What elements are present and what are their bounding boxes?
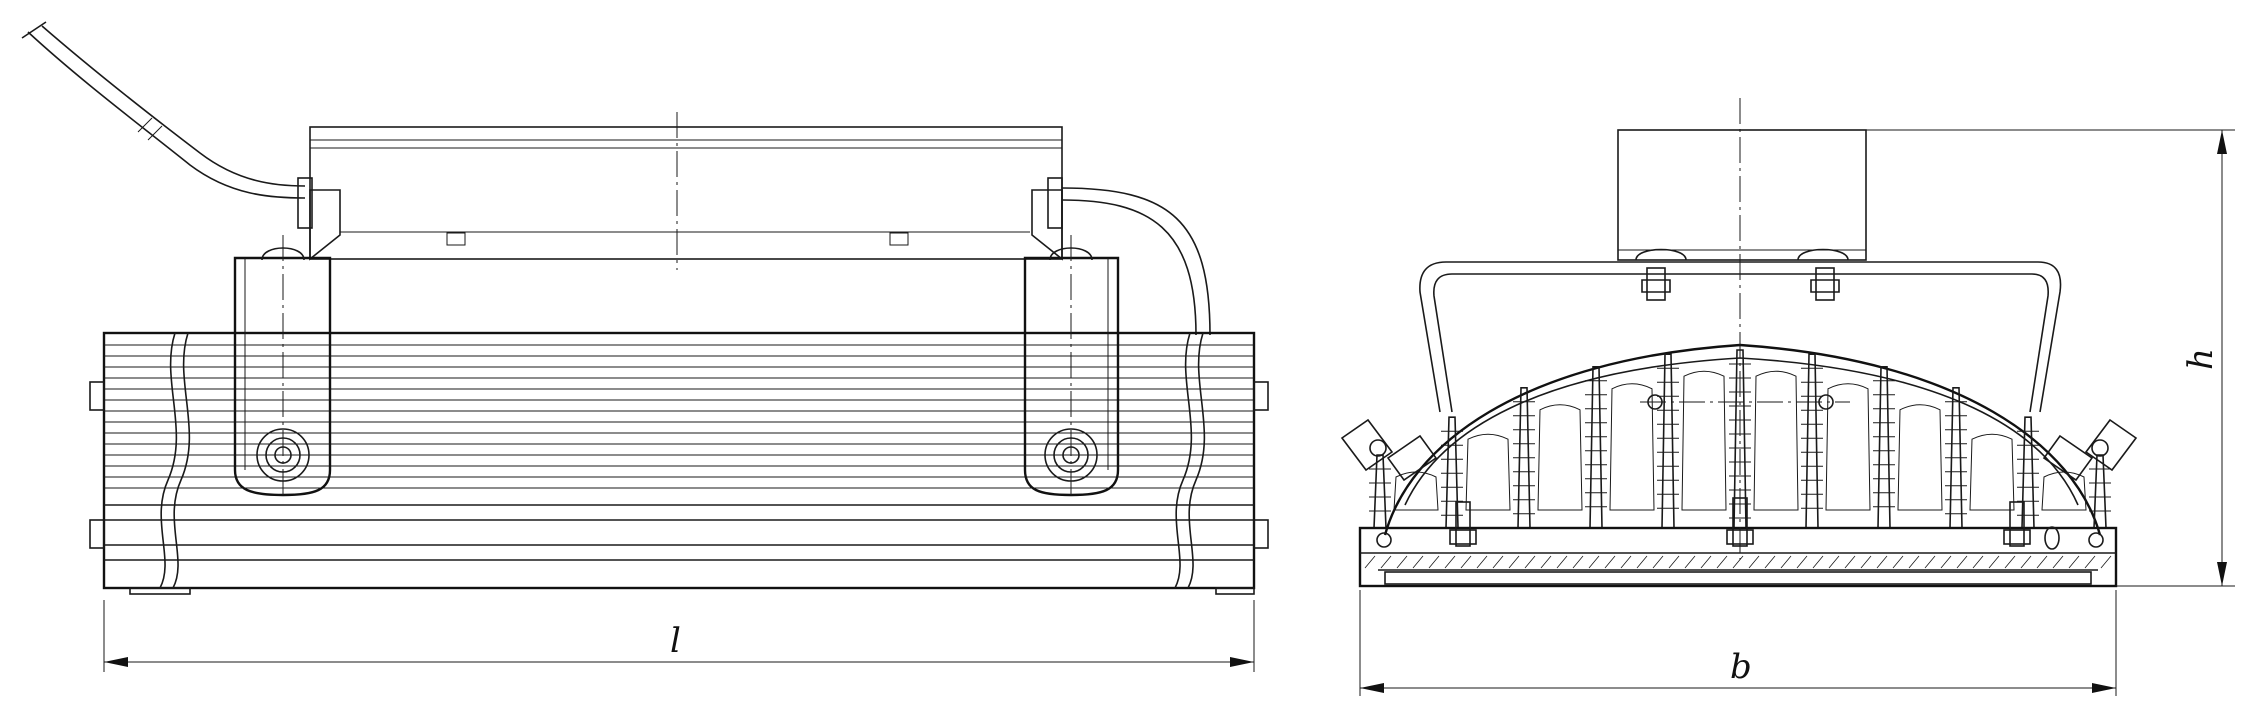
hatch-line xyxy=(1812,555,1824,569)
hatch-line xyxy=(1924,555,1936,569)
section-fin xyxy=(2017,416,2087,529)
hatch-line xyxy=(2084,555,2096,569)
section-fin xyxy=(2089,454,2111,529)
section-fin xyxy=(1873,366,1943,529)
section-fin xyxy=(1657,353,1727,529)
hatch-line xyxy=(2020,555,2032,569)
height-label: h xyxy=(2181,348,2221,370)
driver-box xyxy=(297,126,1063,261)
right-cable xyxy=(1061,187,1211,336)
hatch-line xyxy=(1396,555,1408,569)
height-dimension: h xyxy=(1866,129,2235,587)
hatch-line xyxy=(2100,555,2112,569)
housing-fins xyxy=(104,344,1254,489)
base-hatching xyxy=(1364,555,2112,569)
hatch-line xyxy=(1684,555,1696,569)
cable-lead xyxy=(21,21,306,199)
width-label: b xyxy=(1730,647,1752,687)
hatch-line xyxy=(1508,555,1520,569)
hatch-line xyxy=(2052,555,2064,569)
length-dimension: l xyxy=(103,600,1255,672)
hatch-line xyxy=(1604,555,1616,569)
section-fin xyxy=(1801,353,1871,529)
hatch-line xyxy=(1476,555,1488,569)
hatch-line xyxy=(1668,555,1680,569)
width-dimension: b xyxy=(1359,590,2117,696)
front-view: b h xyxy=(1340,98,2235,696)
hatch-line xyxy=(1524,555,1536,569)
hatch-line xyxy=(1636,555,1648,569)
hatch-line xyxy=(2036,555,2048,569)
hatch-line xyxy=(1428,555,1440,569)
section-fin xyxy=(1945,387,2015,529)
hatch-line xyxy=(1412,555,1424,569)
hatch-line xyxy=(1700,555,1712,569)
hatch-line xyxy=(1556,555,1568,569)
section-fins xyxy=(1369,349,2111,529)
side-screw-right xyxy=(2042,418,2138,482)
hatch-line xyxy=(1796,555,1808,569)
hatch-line xyxy=(1716,555,1728,569)
hatch-line xyxy=(2068,555,2080,569)
hatch-line xyxy=(1460,555,1472,569)
section-fin xyxy=(1585,366,1655,529)
base-screws xyxy=(1376,497,2104,550)
hatch-line xyxy=(1572,555,1584,569)
hatch-line xyxy=(1940,555,1952,569)
fin-housing-section xyxy=(1358,343,2118,588)
hatch-line xyxy=(1588,555,1600,569)
hatch-line xyxy=(1652,555,1664,569)
hatch-line xyxy=(2004,555,2016,569)
hatch-line xyxy=(1956,555,1968,569)
section-fin xyxy=(1729,349,1799,529)
hatch-line xyxy=(1364,555,1376,569)
section-fin xyxy=(1513,387,1583,529)
hatch-line xyxy=(1972,555,1984,569)
hatch-line xyxy=(1540,555,1552,569)
hatch-line xyxy=(1620,555,1632,569)
hatch-line xyxy=(1444,555,1456,569)
hatch-line xyxy=(1748,555,1760,569)
mounting-stirrup xyxy=(1419,261,2062,413)
housing-body xyxy=(89,331,1269,595)
hatch-line xyxy=(1988,555,2000,569)
hatch-line xyxy=(1908,555,1920,569)
section-fin xyxy=(1369,454,1439,529)
hatch-line xyxy=(1764,555,1776,569)
side-screw-left xyxy=(1340,418,1438,482)
section-fin xyxy=(1441,416,1511,529)
hatch-line xyxy=(1828,555,1840,569)
hatch-line xyxy=(1892,555,1904,569)
length-label: l xyxy=(670,621,681,661)
side-view: l xyxy=(21,21,1269,672)
hatch-line xyxy=(1860,555,1872,569)
driver-box-front xyxy=(1617,129,1867,261)
hatch-line xyxy=(1780,555,1792,569)
hatch-line xyxy=(1876,555,1888,569)
hatch-line xyxy=(1732,555,1744,569)
hatch-line xyxy=(1844,555,1856,569)
hatch-line xyxy=(1380,555,1392,569)
top-bolts xyxy=(1641,267,1840,301)
hatch-line xyxy=(1492,555,1504,569)
